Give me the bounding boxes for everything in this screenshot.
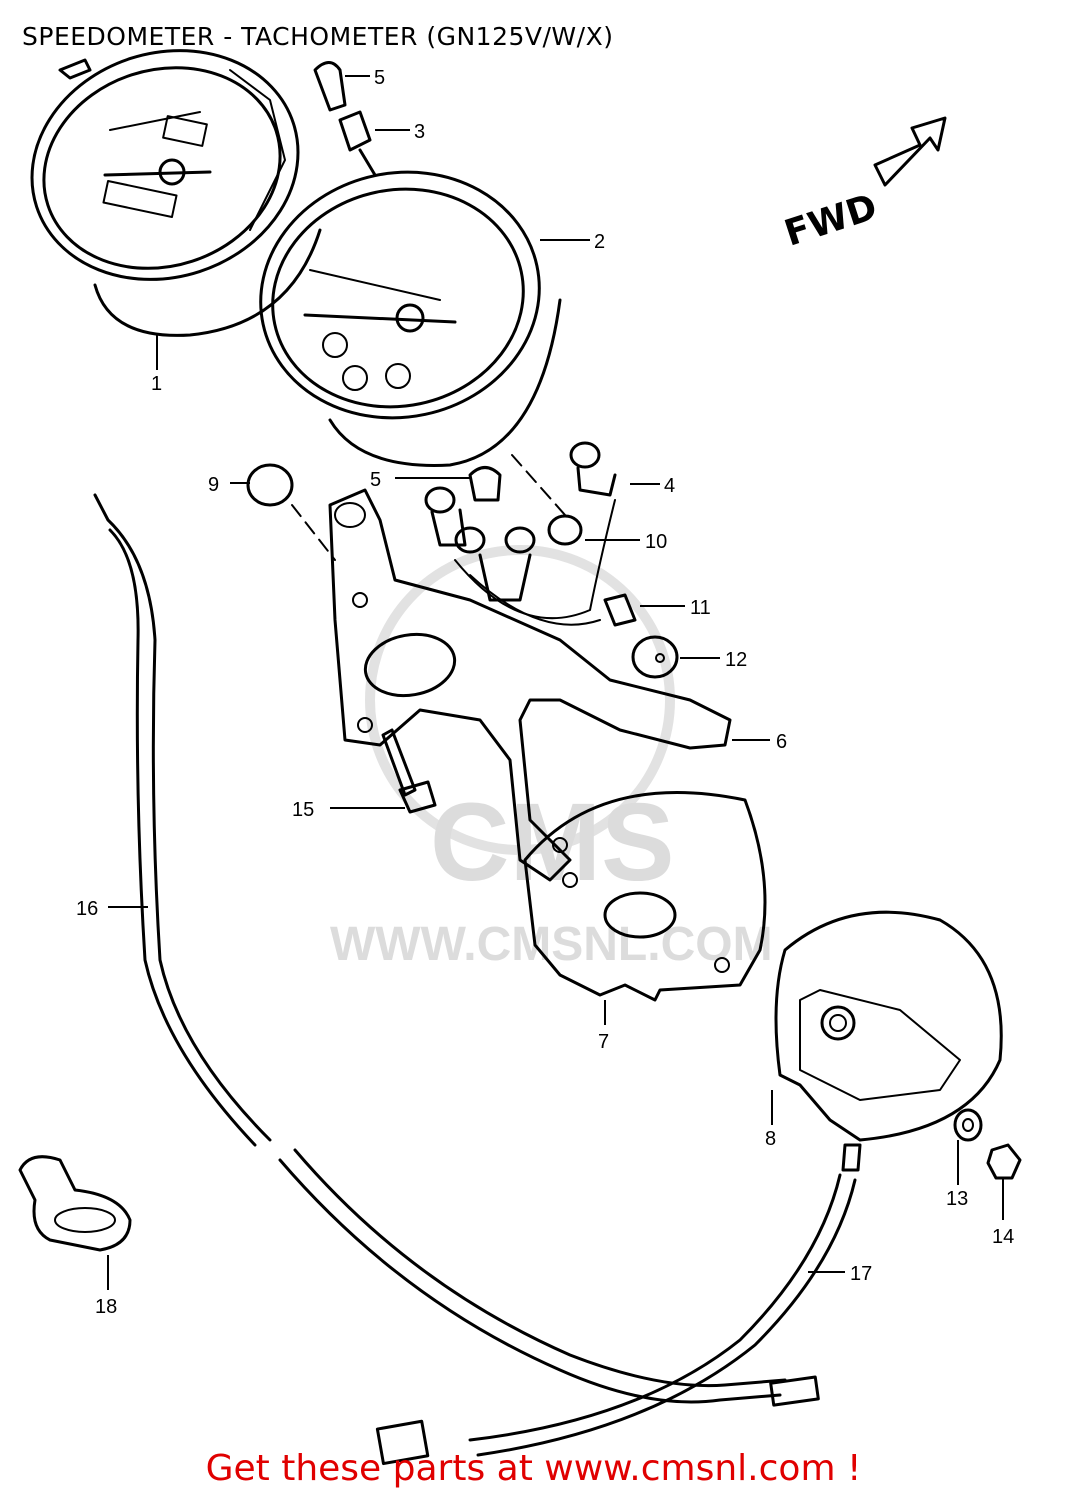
callout-3: 3 (414, 121, 425, 143)
callout-12: 12 (725, 649, 747, 671)
part-11-spacer (605, 595, 635, 625)
callout-13: 13 (946, 1188, 968, 1210)
part-17-lower-cable (377, 1145, 860, 1464)
callout-10: 10 (645, 531, 667, 553)
part-7-lower-cover (525, 793, 765, 1001)
part-15-bolt (383, 730, 435, 812)
watermark-url: WWW.CMSNL.COM (330, 918, 773, 971)
part-5-bulb-top (315, 63, 345, 111)
part-12-grommet (633, 637, 677, 677)
diagram-title: SPEEDOMETER - TACHOMETER (GN125V/W/X) (22, 22, 614, 51)
part-16-speedometer-cable (95, 495, 818, 1405)
part-18-cable-grommet (20, 1157, 130, 1250)
callout-11: 11 (690, 597, 711, 619)
fwd-label: FWD (780, 187, 882, 255)
part-1-speedometer (2, 17, 328, 336)
footer-link-text[interactable]: Get these parts at www.cmsnl.com ! (205, 1448, 862, 1489)
callout-4: 4 (664, 475, 675, 497)
callout-16: 16 (76, 898, 98, 920)
callout-14: 14 (992, 1226, 1014, 1248)
callout-6: 6 (776, 731, 787, 753)
part-5-bulb-lower (470, 468, 500, 501)
part-4-bulb-sockets (426, 443, 615, 625)
callout-1: 1 (151, 373, 162, 395)
callout-7: 7 (598, 1031, 609, 1053)
leader-lines (108, 76, 1003, 1290)
callout-17: 17 (850, 1263, 872, 1285)
callout-5-top: 5 (374, 67, 385, 89)
part-6-bracket (330, 490, 730, 880)
part-2-tachometer (238, 147, 563, 466)
part-10-socket (512, 455, 581, 544)
callout-labels: 5 3 2 1 4 5 9 10 11 12 6 15 16 7 8 13 14… (76, 67, 1014, 1318)
part-13-washer (955, 1110, 981, 1140)
callout-9: 9 (208, 474, 219, 496)
callout-15: 15 (292, 799, 314, 821)
part-14-nut (988, 1145, 1020, 1178)
part-3-bulb-socket (340, 112, 375, 175)
part-9-cap (248, 465, 335, 560)
part-8-case-cover (776, 912, 1001, 1140)
callout-2: 2 (594, 231, 605, 253)
callout-5-lower: 5 (370, 469, 381, 491)
fwd-arrow-icon (875, 118, 945, 185)
callout-18: 18 (95, 1296, 117, 1318)
cms-watermark: CMS WWW.CMSNL.COM (330, 550, 773, 971)
callout-8: 8 (765, 1128, 776, 1150)
